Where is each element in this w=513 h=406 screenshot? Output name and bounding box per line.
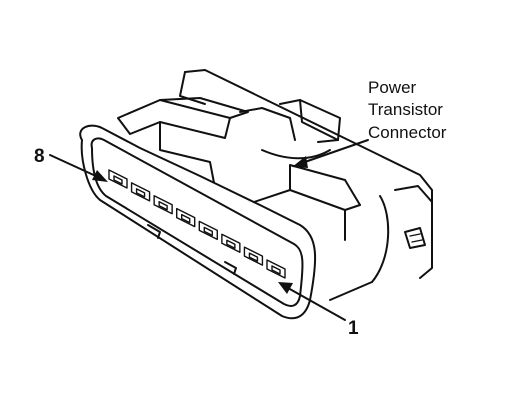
pin-8-callout: 8 bbox=[34, 146, 108, 182]
connector-housing bbox=[117, 69, 433, 301]
pin-1-label: 1 bbox=[348, 318, 359, 339]
clip-curve bbox=[261, 149, 331, 160]
cavity-outline bbox=[221, 233, 241, 253]
top-ridge-left bbox=[117, 99, 231, 139]
callout-line-2: Transistor bbox=[368, 100, 443, 119]
top-ridge-rear bbox=[239, 107, 296, 141]
cavity-outline bbox=[130, 182, 151, 202]
right-block-top bbox=[244, 189, 346, 241]
terminal-cavity bbox=[176, 207, 196, 228]
housing-bottom-edge bbox=[329, 281, 373, 301]
terminal-cavity bbox=[266, 259, 286, 279]
latch-top bbox=[394, 185, 433, 203]
cavity-outline bbox=[153, 195, 173, 215]
latch-window bbox=[404, 227, 426, 249]
cavity-terminal bbox=[248, 252, 259, 262]
connector-face bbox=[79, 124, 317, 320]
terminal-cavity bbox=[243, 246, 264, 266]
terminal-cavity bbox=[221, 233, 241, 253]
pin-1-arrow-shaft bbox=[287, 287, 346, 321]
cavity-terminal bbox=[135, 188, 146, 198]
clip-tab bbox=[279, 99, 341, 143]
connector-callout: Power Transistor Connector bbox=[292, 78, 447, 168]
key-bump-2 bbox=[224, 261, 237, 275]
cavity-terminal bbox=[226, 239, 236, 249]
terminal-cavity bbox=[153, 195, 173, 215]
key-bump-1 bbox=[147, 224, 161, 239]
latch-slot-1 bbox=[409, 233, 421, 237]
cavity-terminal bbox=[271, 265, 281, 275]
callout-line-3: Connector bbox=[368, 123, 447, 142]
top-ridge-cap bbox=[159, 97, 249, 119]
cavity-row bbox=[108, 169, 286, 279]
cavity-terminal bbox=[113, 175, 123, 185]
cavity-outline bbox=[176, 207, 196, 228]
latch-slot-2 bbox=[411, 239, 423, 243]
callout-arrowhead bbox=[292, 156, 308, 168]
housing-right-curve bbox=[371, 195, 390, 283]
cavity-terminal bbox=[158, 201, 168, 211]
housing-rear-rail bbox=[184, 69, 433, 279]
cavity-terminal bbox=[181, 213, 191, 224]
face-inner-rim bbox=[90, 137, 304, 307]
cavity-outline bbox=[198, 220, 218, 241]
clip-tab-face bbox=[299, 99, 339, 141]
pin-1-arrowhead bbox=[278, 282, 293, 294]
pin-8-label: 8 bbox=[34, 146, 45, 167]
face-outer-rim bbox=[79, 124, 317, 320]
terminal-cavity bbox=[198, 220, 218, 241]
housing-rear-corner bbox=[179, 71, 206, 105]
terminal-cavity bbox=[108, 169, 128, 189]
right-block-edge bbox=[344, 204, 361, 211]
right-block-rear bbox=[289, 164, 361, 206]
cavity-outline bbox=[243, 246, 264, 266]
cavity-terminal bbox=[203, 226, 213, 237]
callout-line-1: Power bbox=[368, 78, 417, 97]
pin-8-arrow-shaft bbox=[49, 154, 99, 178]
pin-1-callout: 1 bbox=[278, 282, 359, 339]
terminal-cavity bbox=[130, 182, 151, 202]
cavity-outline bbox=[108, 169, 128, 189]
callout-arrow-shaft bbox=[301, 139, 369, 164]
cavity-outline bbox=[266, 259, 286, 279]
pin-8-arrowhead bbox=[92, 170, 108, 182]
